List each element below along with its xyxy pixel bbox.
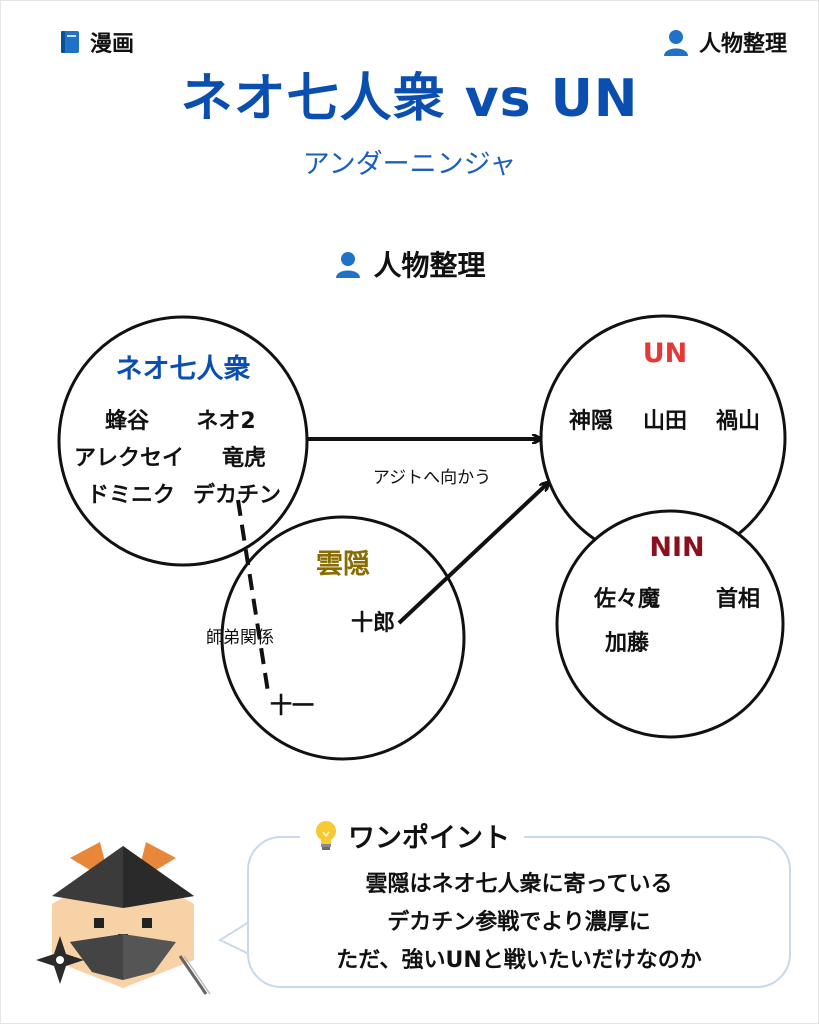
neo-member: デカチン: [193, 482, 281, 508]
un-member: 神隠: [569, 408, 613, 434]
dashed-master-disciple-line: [236, 499, 270, 693]
un-member: 山田: [643, 409, 687, 434]
tip-heading-text: ワンポイント: [348, 823, 510, 854]
tip-heading: ワンポイント: [300, 816, 524, 855]
neo-group-title: ネオ七人衆: [116, 354, 251, 385]
section-text: 人物整理: [698, 32, 787, 57]
category-label: 漫画: [58, 26, 134, 58]
un-member: 禍山: [716, 409, 760, 434]
person-icon: [336, 252, 361, 278]
speech-bubble: [247, 836, 791, 988]
neo-member: 竜虎: [222, 445, 266, 471]
nin-member: 加藤: [604, 630, 650, 656]
unagakure-group-circle: [220, 515, 466, 761]
page-subtitle: アンダーニンジャ: [302, 149, 517, 180]
neo-member: 蜂谷: [105, 408, 150, 434]
book-icon: [61, 31, 79, 53]
arrow-juro-to-un: [397, 483, 548, 625]
light-bulb-icon: [316, 820, 336, 850]
nin-group-title: NIN: [649, 532, 704, 563]
unagakure-member: 十郎: [351, 610, 395, 636]
category-text: 漫画: [90, 32, 135, 57]
person-icon: [663, 30, 688, 56]
neo-member: ドミニク: [87, 483, 175, 508]
nin-group-circle: [555, 509, 785, 739]
section-heading: 人物整理: [0, 244, 819, 284]
tip-body: 雲隠はネオ七人衆に寄っている デカチン参戦でより濃厚に ただ、強いUNと戦いたい…: [247, 866, 791, 980]
neo-member: ネオ2: [196, 409, 255, 434]
section-label: 人物整理: [661, 26, 787, 58]
unagakure-group-title: 雲隠: [316, 549, 370, 580]
unagakure-member: 十一: [270, 694, 314, 719]
section-heading-text: 人物整理: [373, 249, 486, 282]
un-group-title: UN: [643, 338, 688, 369]
dashed-master-disciple-label: 師弟関係: [206, 628, 274, 648]
nin-member: 佐々魔: [593, 586, 660, 612]
ninja-fox-mascot-icon: [36, 842, 211, 995]
nin-member: 首相: [716, 586, 760, 612]
speech-bubble-tail: [218, 921, 250, 955]
neo-member: アレクセイ: [74, 446, 184, 471]
page-title: ネオ七人衆 vs UN: [180, 69, 639, 129]
tip-line: デカチン参戦でより濃厚に: [387, 910, 651, 935]
tip-line: 雲隠はネオ七人衆に寄っている: [365, 872, 673, 897]
arrow-neo-to-un-label: アジトへ向かう: [373, 468, 491, 488]
tip-line: ただ、強いUNと戦いたいだけなのか: [336, 948, 702, 973]
